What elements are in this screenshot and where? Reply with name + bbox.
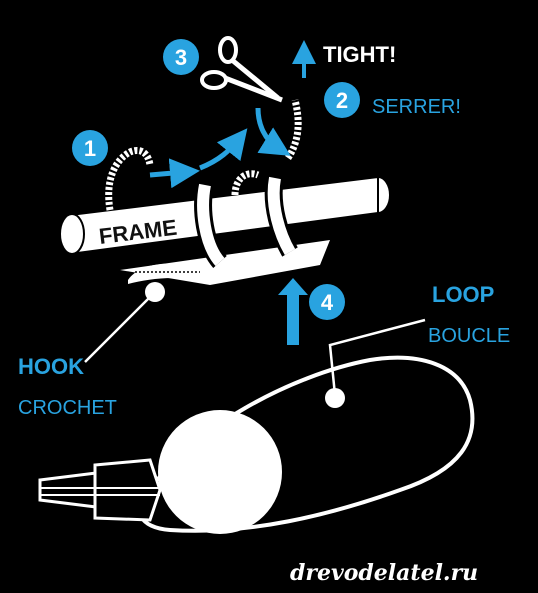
step-2-badge: 2	[324, 82, 360, 118]
loop-pointer	[325, 318, 426, 408]
cable-tie-right	[264, 176, 298, 257]
step-3-badge: 3	[163, 39, 199, 75]
scissors-icon	[200, 36, 283, 103]
curved-arrow-icon	[149, 107, 291, 189]
watermark-text: drevodelatel.ru	[290, 560, 478, 586]
step-4-number: 4	[321, 290, 334, 315]
cable-tie-left	[194, 183, 228, 268]
cable-tie-tail-3	[285, 99, 302, 160]
crochet-label: CROCHET	[18, 397, 117, 419]
hook-pointer	[84, 282, 165, 363]
step-1-number: 1	[84, 136, 96, 161]
serrer-label: SERRER!	[372, 96, 461, 118]
loop-shape	[38, 355, 475, 534]
hook-shape	[128, 263, 210, 284]
hook-label: HOOK	[18, 354, 84, 379]
cable-tie-tail-1	[105, 147, 154, 211]
step-3-number: 3	[175, 45, 187, 70]
tight-label: TIGHT!	[323, 42, 396, 67]
loop-label: LOOP	[432, 282, 494, 307]
arrow-up-icon-step4	[278, 278, 308, 345]
step-2-number: 2	[336, 88, 348, 113]
step-4-badge: 4	[309, 284, 345, 320]
boucle-label: BOUCLE	[428, 325, 510, 347]
step-1-badge: 1	[72, 130, 108, 166]
